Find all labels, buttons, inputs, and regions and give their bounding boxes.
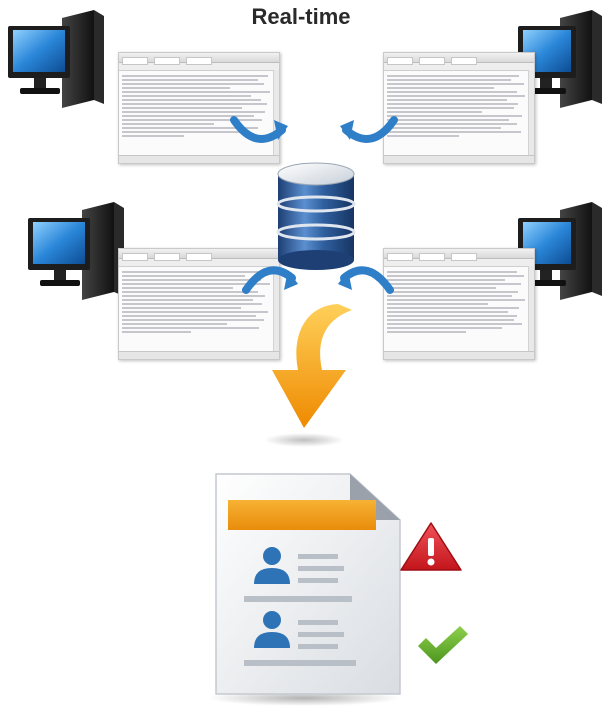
log-window-top-right (383, 52, 535, 164)
computer-monitor-icon-bottom-right (518, 202, 602, 300)
log-window-top-left (118, 52, 280, 164)
checkmark-icon (418, 626, 468, 664)
log-window-bottom-left (118, 248, 280, 360)
sync-arrow-icon-top-left (230, 116, 288, 143)
database-icon (276, 162, 356, 270)
computer-monitor-icon-bottom-left (28, 202, 124, 300)
sync-arrow-icon-bottom-left (242, 266, 298, 294)
sync-arrow-icon-top-right (340, 116, 398, 143)
curved-down-arrow-icon (264, 304, 352, 447)
sync-arrow-icon-bottom-right (338, 266, 394, 294)
diagram-title: Real-time (251, 4, 351, 29)
warning-triangle-icon (400, 522, 462, 571)
computer-monitor-icon-top-left (8, 10, 104, 108)
log-window-bottom-right (383, 248, 535, 360)
computer-monitor-icon-top-right (518, 10, 602, 108)
user-report-document-icon (208, 473, 401, 706)
